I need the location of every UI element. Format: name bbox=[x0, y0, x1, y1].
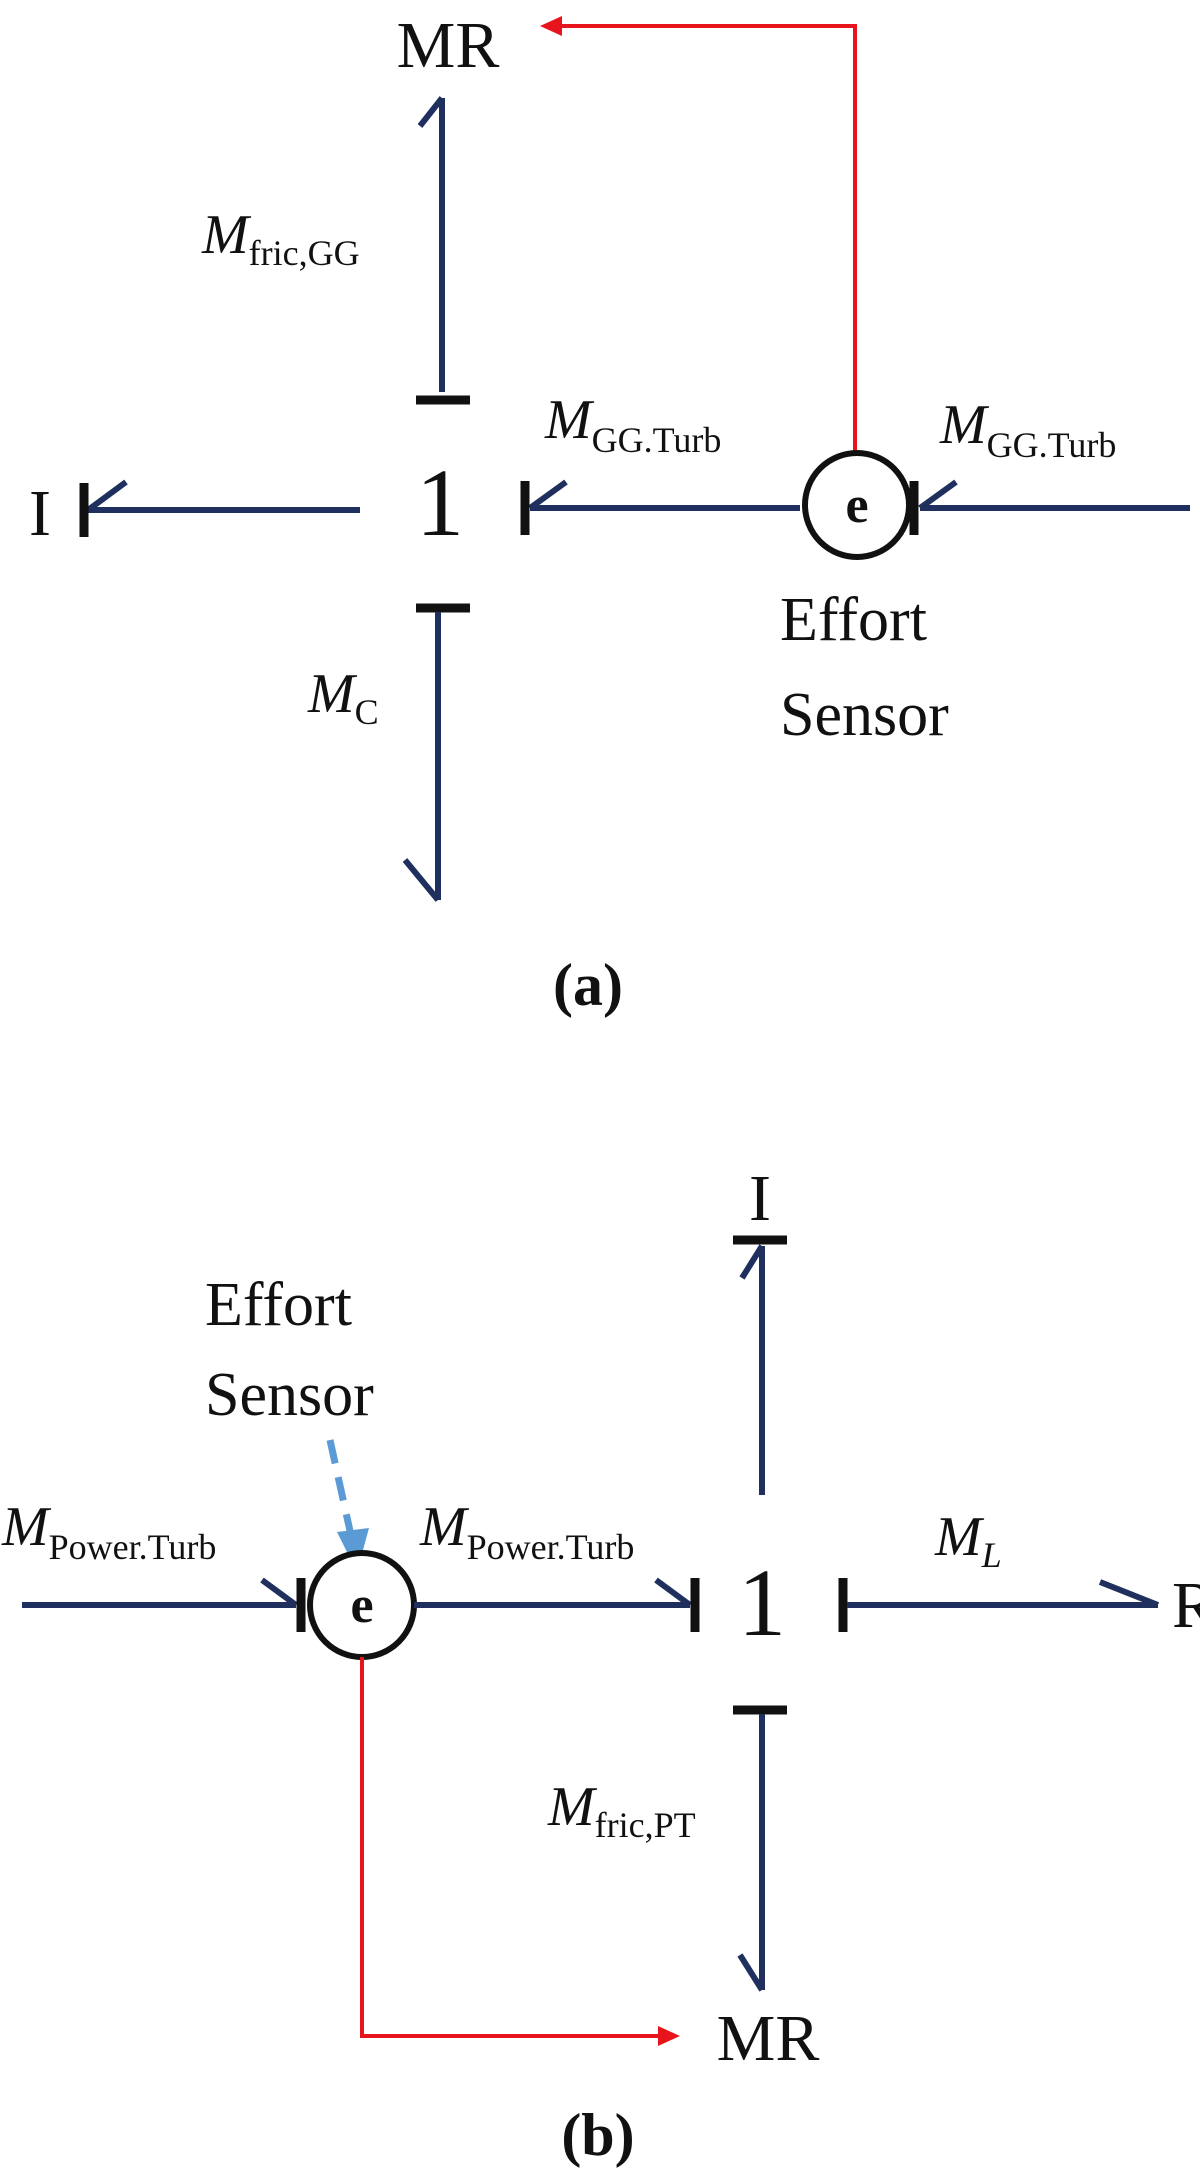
panel-b-bond-inertia-half-arrow bbox=[739, 1244, 765, 1280]
panel-a-caption: (a) bbox=[553, 952, 623, 1018]
panel-a-sensor-label-line2: Sensor bbox=[780, 681, 949, 749]
panel-a: MR Mfric,GG 1 I MGG.Turb e Effort Sensor bbox=[29, 9, 1190, 1018]
panel-a-inertia-element: I bbox=[29, 477, 51, 550]
panel-b-junction-1: 1 bbox=[738, 1549, 786, 1656]
panel-b-bond-power-turb-out-half-arrow bbox=[654, 1577, 692, 1608]
panel-b-label-power-turb-in: MPower.Turb bbox=[1, 1496, 216, 1567]
panel-a-bond-fric-gg-half-arrow bbox=[417, 96, 445, 128]
panel-b-sensor-pointer-arrowhead bbox=[337, 1528, 369, 1572]
panel-a-bond-gg-turb-in-half-arrow bbox=[528, 479, 568, 511]
panel-b-label-fric-pt: Mfric,PT bbox=[547, 1776, 696, 1845]
panel-b-signal-arrowhead bbox=[658, 2026, 680, 2046]
panel-a-sensor-symbol: e bbox=[845, 477, 868, 534]
panel-a-label-gg-turb-out: MGG.Turb bbox=[939, 394, 1116, 465]
panel-a-signal-arrowhead bbox=[540, 16, 562, 36]
panel-b-signal-line bbox=[360, 1657, 660, 2038]
panel-b-mr-element: MR bbox=[717, 2002, 820, 2075]
panel-a-bond-c-half-arrow bbox=[402, 858, 441, 902]
panel-b-sensor-label-line1: Effort bbox=[205, 1271, 352, 1339]
panel-b-label-ml: ML bbox=[934, 1506, 1002, 1575]
panel-a-junction-1: 1 bbox=[416, 449, 464, 556]
panel-b-sensor-pointer bbox=[326, 1439, 356, 1541]
panel-b-sensor-label-line2: Sensor bbox=[205, 1361, 374, 1429]
panel-a-bond-gg-turb-out-half-arrow bbox=[918, 479, 958, 511]
panel-b-label-power-turb-out: MPower.Turb bbox=[419, 1496, 634, 1567]
panel-a-effort-sensor bbox=[802, 450, 912, 560]
panel-a-label-gg-turb-in: MGG.Turb bbox=[544, 389, 721, 460]
panel-a-sensor-label-line1: Effort bbox=[780, 586, 927, 654]
panel-a-label-fric-gg: Mfric,GG bbox=[201, 204, 360, 273]
panel-b-bond-power-turb-in-half-arrow bbox=[260, 1577, 298, 1608]
panel-b-inertia-element: I bbox=[749, 1162, 771, 1235]
panel-a-label-c: MC bbox=[307, 663, 379, 732]
panel-b-caption: (b) bbox=[561, 2102, 634, 2168]
panel-a-signal-line bbox=[556, 24, 857, 455]
panel-b-resistance-element: R bbox=[1172, 1569, 1200, 1642]
panel-b: I Effort Sensor MPower.Turb e MPower.Tur… bbox=[1, 1162, 1200, 2168]
panel-a-mr-element: MR bbox=[397, 9, 500, 82]
panel-b-bond-fric-pt-half-arrow bbox=[737, 1953, 765, 1992]
panel-a-bond-inertia-half-arrow bbox=[86, 479, 128, 513]
panel-b-bond-ml-half-arrow bbox=[1098, 1579, 1160, 1608]
panel-b-sensor-symbol: e bbox=[350, 1577, 373, 1634]
